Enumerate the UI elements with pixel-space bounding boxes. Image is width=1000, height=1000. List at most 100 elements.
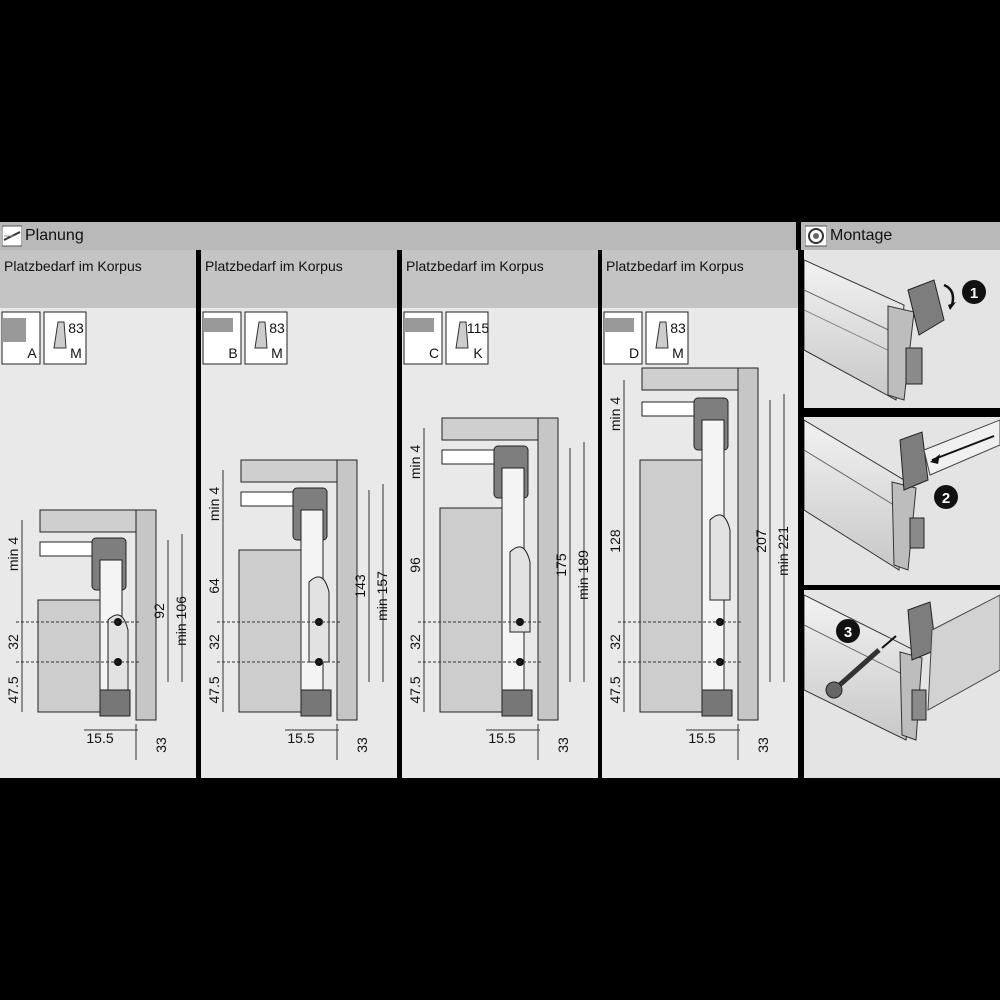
dim-gap: min 4 (607, 397, 623, 431)
type-key-fill (604, 318, 634, 332)
runner-foot (501, 689, 533, 717)
type-letter: C (429, 345, 439, 361)
drawer-front (439, 507, 503, 713)
dim-side: 15.5 (86, 730, 113, 746)
step-3-badge: 3 (836, 619, 860, 643)
dim-32: 32 (607, 634, 623, 650)
drawer-bar (240, 491, 302, 507)
montage-panels: 1 2 (804, 250, 1000, 778)
runner-foot (99, 689, 131, 717)
dim-32: 32 (5, 634, 21, 650)
type-letter: B (228, 345, 237, 361)
rail-letter: M (70, 345, 82, 361)
side-panel (336, 459, 358, 721)
counter-top (441, 417, 539, 441)
dim-32: 32 (407, 634, 423, 650)
dim-front: 175 (553, 553, 569, 577)
dim-47: 47.5 (607, 676, 623, 703)
drawer-bar (441, 449, 503, 465)
counter-top (240, 459, 338, 483)
montage-label: Montage (830, 227, 893, 244)
rail-height: 115 (467, 320, 490, 336)
dim-front: 92 (151, 603, 167, 619)
dim-total: min 106 (173, 596, 189, 646)
drawer-front (37, 599, 101, 713)
side-panel (537, 417, 559, 721)
dim-front: 143 (352, 574, 368, 598)
dim-front: 207 (753, 529, 769, 553)
counter-top (39, 509, 137, 533)
dim-depth: 33 (153, 737, 169, 753)
step-3-number: 3 (844, 624, 852, 641)
rail-key-shape (53, 321, 67, 349)
type-key-fill (203, 318, 233, 332)
dim-gap: min 4 (206, 487, 222, 521)
dim-32: 32 (206, 634, 222, 650)
runner-foot (300, 689, 332, 717)
dim-side: 15.5 (287, 730, 314, 746)
montage-step-2 (804, 417, 1000, 585)
dim-47: 47.5 (407, 676, 423, 703)
dim-depth: 33 (755, 737, 771, 753)
planung-icon (2, 225, 22, 247)
dim-depth: 33 (555, 737, 571, 753)
step-2-badge: 2 (934, 485, 958, 509)
dim-extra: 64 (206, 578, 222, 594)
rail-key-shape (254, 321, 268, 349)
dim-depth: 33 (354, 737, 370, 753)
planung-header-bar (0, 222, 796, 250)
panel-d-title: Platzbedarf im Korpus (606, 258, 744, 274)
planung-label: Planung (25, 227, 84, 244)
panel-b-head: Platzbedarf im Korpus (201, 250, 397, 308)
drawer-front (238, 549, 302, 713)
drawer-bar (641, 401, 703, 417)
panel-a-title: Platzbedarf im Korpus (4, 258, 142, 274)
drawer-bar (39, 541, 101, 557)
rail-curve (709, 514, 731, 601)
montage-step-3 (804, 590, 1000, 778)
dim-gap: min 4 (407, 445, 423, 479)
montage-header-bar (801, 222, 1000, 250)
panel-c-title: Platzbedarf im Korpus (406, 258, 544, 274)
type-key-fill (404, 318, 434, 332)
rail-curve (107, 614, 129, 701)
step-1-number: 1 (970, 285, 978, 302)
rail-curve (509, 546, 531, 633)
side-panel (135, 509, 157, 721)
type-letter: A (27, 345, 37, 361)
dim-side: 15.5 (488, 730, 515, 746)
rail-height: 83 (269, 320, 285, 336)
rail-letter: M (672, 345, 684, 361)
side-panel (737, 367, 759, 721)
dim-extra: 96 (407, 557, 423, 573)
step-1-badge: 1 (962, 280, 986, 304)
rail-key-shape (655, 321, 669, 349)
step-2-number: 2 (942, 490, 950, 507)
rail-height: 83 (670, 320, 686, 336)
dim-gap: min 4 (5, 537, 21, 571)
type-key-fill (2, 318, 26, 342)
rail-letter: K (473, 345, 483, 361)
dim-47: 47.5 (206, 676, 222, 703)
montage-icon (805, 225, 827, 247)
rail-height: 83 (68, 320, 84, 336)
counter-top (641, 367, 739, 391)
drawer-front (639, 459, 703, 713)
dim-side: 15.5 (688, 730, 715, 746)
panel-c-head: Platzbedarf im Korpus (402, 250, 598, 308)
panel-d-head: Platzbedarf im Korpus (602, 250, 798, 308)
montage-step-1 (804, 250, 1000, 408)
dim-47: 47.5 (5, 676, 21, 703)
runner-foot (701, 689, 733, 717)
dim-total: min 221 (775, 526, 791, 576)
panel-b-title: Platzbedarf im Korpus (205, 258, 343, 274)
panel-a-head: Platzbedarf im Korpus (0, 250, 196, 308)
dim-extra: 128 (607, 529, 623, 553)
rail-letter: M (271, 345, 283, 361)
